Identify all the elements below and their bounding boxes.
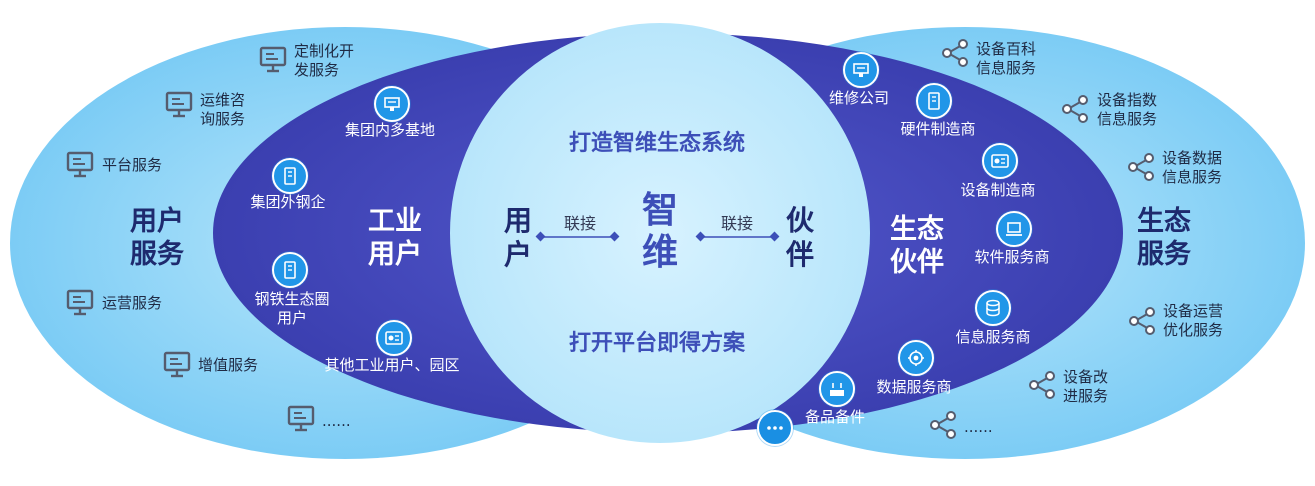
link-label-right: 联接 [720,214,754,233]
link-label-left: 联接 [563,214,597,233]
outer-right-item-label: 设备改 进服务 [1063,368,1109,405]
core-label: 智 维 [641,190,679,273]
cnc-machine-icon [374,86,410,122]
monitor-icon [165,91,193,118]
outer-right-title: 生态 服务 [1137,206,1191,270]
share-icon [942,39,968,67]
device-panel-icon [272,158,308,194]
left-node-label: 用 户 [503,204,533,271]
right-node-label: 伙 伴 [785,204,815,271]
share-icon [1129,307,1155,335]
share-icon [1062,95,1088,123]
monitor-icon [66,289,94,316]
outer-left-item-label: ...... [322,412,351,430]
inner-right-title: 生态 伙伴 [890,214,944,278]
link-node [535,231,546,242]
inner-right-item-label: 设备制造商 [960,181,1036,199]
inner-right-item-label: 数据服务商 [876,378,952,396]
monitor-icon [259,46,287,73]
control-unit-icon [376,320,412,356]
link-node [609,231,620,242]
inner-left-item-label: 钢铁生态圈 用户 [254,290,330,327]
inner-right-item-label: 备品备件 [804,408,866,426]
link-node [695,231,706,242]
inner-right-item-label: 硬件制造商 [900,120,976,138]
outer-right-item-label: 设备数据 信息服务 [1162,149,1223,186]
monitor-icon [66,151,94,178]
device-panel-icon [916,83,952,119]
inner-left-item-label: 其他工业用户、园区 [324,356,460,374]
monitor-icon [163,351,191,378]
share-icon [1128,153,1154,181]
share-icon [930,411,956,439]
gear-data-icon [898,340,934,376]
outer-left-title: 用户 服务 [130,206,184,270]
more-dots-icon[interactable] [757,410,793,446]
outer-right-item-label: ...... [964,418,993,436]
cnc-machine-icon [843,52,879,88]
inner-left-title: 工业 用户 [368,206,422,270]
center-circle [450,23,870,443]
spare-parts-icon [819,371,855,407]
share-icon [1029,371,1055,399]
outer-right-item-label: 设备百科 信息服务 [976,40,1037,77]
inner-right-item-label: 维修公司 [828,89,890,107]
link-node [769,231,780,242]
inner-left-item-label: 集团内多基地 [344,121,436,139]
outer-right-item-label: 设备指数 信息服务 [1097,91,1158,128]
inner-left-item-label: 集团外钢企 [250,193,326,211]
outer-right-item-label: 设备运营 优化服务 [1163,302,1224,339]
monitor-icon [287,405,315,432]
slogan-top: 打造智维生态系统 [568,131,746,156]
slogan-bottom: 打开平台即得方案 [568,331,746,356]
control-unit-icon [982,143,1018,179]
outer-left-item-label: 运营服务 [102,294,163,312]
inner-right-item-label: 信息服务商 [955,328,1031,346]
outer-left-item-label: 增值服务 [198,356,259,374]
database-icon [975,290,1011,326]
laptop-icon [996,211,1032,247]
outer-left-item-label: 平台服务 [102,156,163,174]
inner-right-item-label: 软件服务商 [974,248,1050,266]
outer-left-item-label: 定制化开 发服务 [294,42,355,79]
outer-left-item-label: 运维咨 询服务 [200,91,246,128]
device-panel-icon [272,252,308,288]
